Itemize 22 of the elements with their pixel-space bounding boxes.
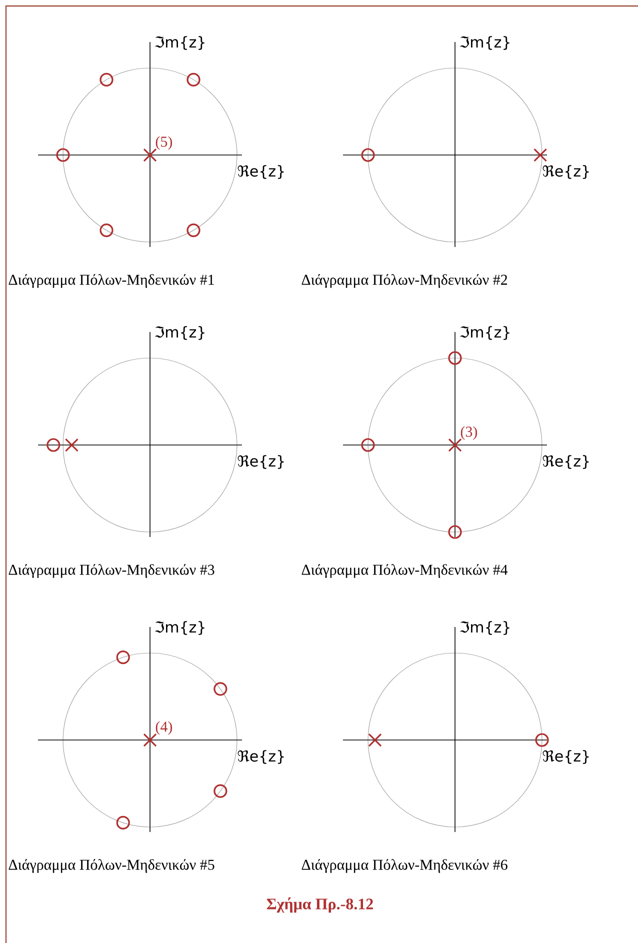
panel-caption: Διάγραμμα Πόλων-Μηδενικών #5 bbox=[8, 859, 214, 873]
multiplicity-label: (3) bbox=[460, 426, 478, 440]
panel-caption: Διάγραμμα Πόλων-Μηδενικών #4 bbox=[302, 564, 508, 578]
axis-label: ℜe{z} bbox=[542, 455, 589, 469]
axis-label: ℜe{z} bbox=[542, 165, 589, 179]
multiplicity-label: (5) bbox=[156, 136, 172, 150]
axis-label: ℜe{z} bbox=[238, 165, 284, 179]
panel-caption: Διάγραμμα Πόλων-Μηδενικών #2 bbox=[302, 274, 507, 288]
panel-caption: Διάγραμμα Πόλων-Μηδενικών #6 bbox=[302, 859, 508, 873]
multiplicity-label: (4) bbox=[156, 721, 172, 735]
axis-label: ℑm{z} bbox=[154, 36, 204, 50]
panel-caption: Διάγραμμα Πόλων-Μηδενικών #3 bbox=[8, 564, 214, 578]
figure-caption: Σχήμα Πρ.-8.12 bbox=[266, 897, 373, 913]
axis-label: ℑm{z} bbox=[460, 326, 510, 340]
axis-label: ℑm{z} bbox=[460, 36, 510, 50]
axis-label: ℑm{z} bbox=[460, 621, 510, 635]
panel-caption: Διάγραμμα Πόλων-Μηδενικών #1 bbox=[8, 274, 214, 288]
axis-label: ℑm{z} bbox=[154, 621, 204, 635]
axis-label: ℜe{z} bbox=[542, 750, 589, 764]
axis-label: ℑm{z} bbox=[154, 326, 204, 340]
axis-label: ℜe{z} bbox=[238, 750, 284, 764]
axis-label: ℜe{z} bbox=[238, 455, 284, 469]
